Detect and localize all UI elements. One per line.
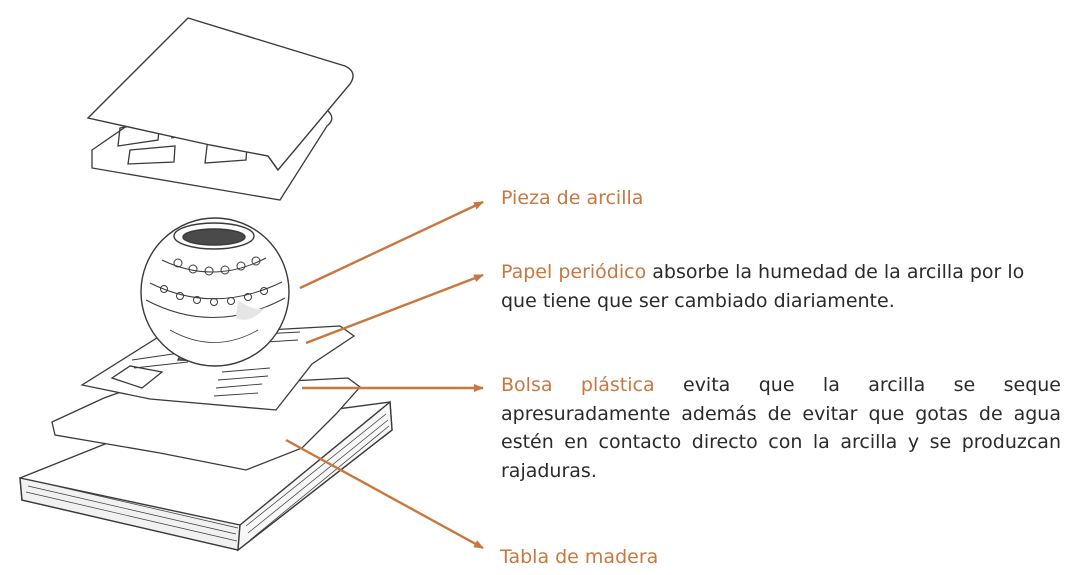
pot-decoration xyxy=(160,256,268,306)
arrow-papel xyxy=(305,273,484,345)
label-papel-title: Papel periódico xyxy=(501,261,647,283)
label-tabla-de-madera: Tabla de madera xyxy=(500,546,659,568)
arrow-tabla xyxy=(285,438,484,550)
label-bolsa-text: evita que la arcilla se seque apresurada… xyxy=(501,374,1061,482)
label-papel-text: absorbe la humedad de la arcilla por lo … xyxy=(501,261,1025,312)
leader-arrows xyxy=(285,200,484,550)
label-bolsa-plastica: Bolsa plástica evita que la arcilla se s… xyxy=(501,371,1061,485)
clay-pot xyxy=(140,217,290,367)
label-pieza-de-arcilla: Pieza de arcilla xyxy=(501,187,644,209)
label-papel-periodico: Papel periódico absorbe la humedad de la… xyxy=(501,258,1061,315)
cover-sheet-top xyxy=(86,17,354,172)
arrow-pieza xyxy=(299,200,484,290)
label-bolsa-title: Bolsa plástica xyxy=(501,374,655,396)
